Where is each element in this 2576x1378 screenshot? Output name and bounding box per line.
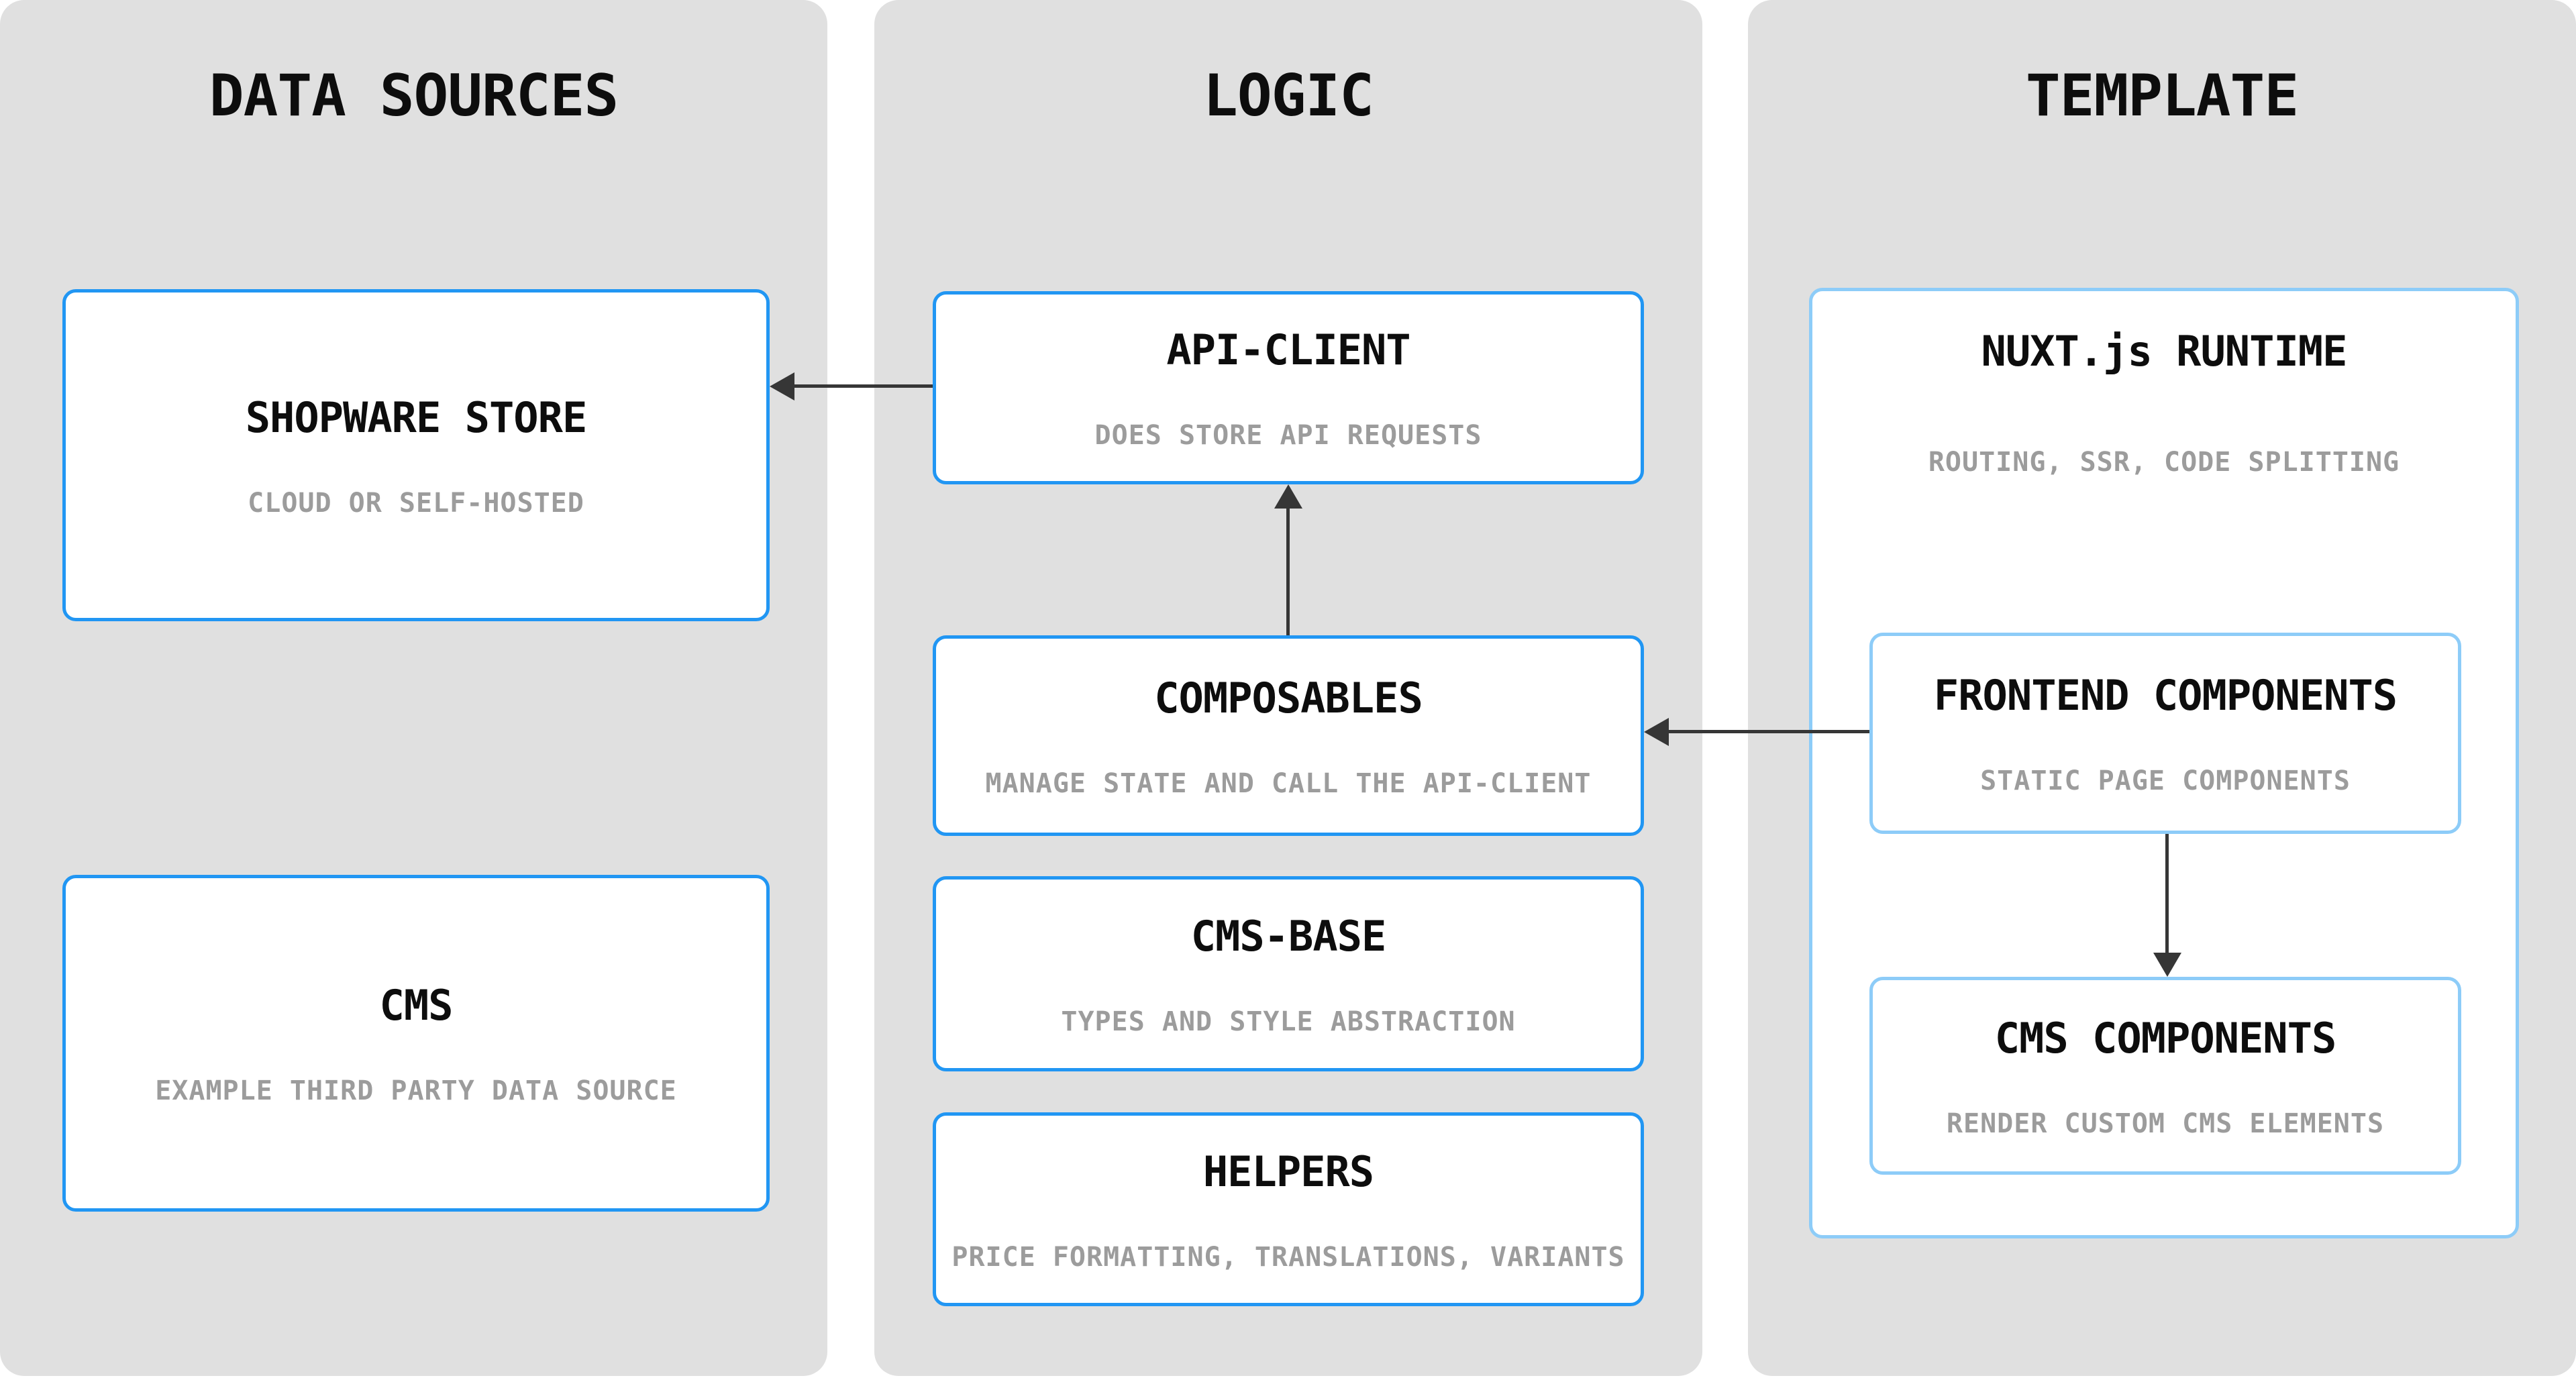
arrow-frontend-components-to-cms-components-head-icon	[2153, 953, 2181, 977]
panel-logic: LOGIC API-CLIENT DOES STORE API REQUESTS…	[874, 0, 1702, 1376]
panel-data-sources: DATA SOURCES SHOPWARE STORE CLOUD OR SEL…	[0, 0, 827, 1376]
box-subtitle-api-client: DOES STORE API REQUESTS	[1094, 420, 1482, 451]
arrow-composables-to-api-client-head-icon	[1274, 484, 1302, 509]
arrow-composables-to-api-client-line	[1286, 505, 1290, 635]
box-subtitle-cms: EXAMPLE THIRD PARTY DATA SOURCE	[155, 1075, 677, 1106]
box-title-composables: COMPOSABLES	[1154, 673, 1423, 723]
box-title-cms-components: CMS COMPONENTS	[1994, 1013, 2337, 1063]
box-helpers: HELPERS PRICE FORMATTING, TRANSLATIONS, …	[933, 1112, 1644, 1306]
box-nuxt-runtime: NUXT.js RUNTIME ROUTING, SSR, CODE SPLIT…	[1809, 288, 2519, 1238]
arrow-api-client-to-shopware-store-line	[794, 384, 933, 388]
column-title-template: TEMPLATE	[2025, 62, 2299, 129]
arrow-frontend-components-to-cms-components-line	[2165, 834, 2169, 955]
column-title-data-sources: DATA SOURCES	[209, 62, 619, 129]
box-subtitle-shopware-store: CLOUD OR SELF-HOSTED	[248, 487, 584, 519]
box-title-cms: CMS	[379, 981, 454, 1030]
arrow-frontend-components-to-composables-line	[1667, 730, 1869, 733]
box-cms-base: CMS-BASE TYPES AND STYLE ABSTRACTION	[933, 876, 1644, 1071]
box-subtitle-cms-base: TYPES AND STYLE ABSTRACTION	[1061, 1006, 1516, 1037]
box-title-cms-base: CMS-BASE	[1190, 911, 1387, 961]
panel-template: TEMPLATE NUXT.js RUNTIME ROUTING, SSR, C…	[1748, 0, 2576, 1376]
box-subtitle-composables: MANAGE STATE AND CALL THE API-CLIENT	[985, 767, 1592, 799]
box-frontend-components: FRONTEND COMPONENTS STATIC PAGE COMPONEN…	[1869, 633, 2461, 834]
box-title-nuxt-runtime: NUXT.js RUNTIME	[1981, 327, 2348, 376]
box-shopware-store: SHOPWARE STORE CLOUD OR SELF-HOSTED	[62, 289, 770, 621]
arrow-frontend-components-to-composables-head-icon	[1644, 718, 1669, 746]
box-title-frontend-components: FRONTEND COMPONENTS	[1933, 671, 2398, 720]
box-api-client: API-CLIENT DOES STORE API REQUESTS	[933, 291, 1644, 484]
box-composables: COMPOSABLES MANAGE STATE AND CALL THE AP…	[933, 635, 1644, 836]
box-title-api-client: API-CLIENT	[1166, 325, 1410, 374]
box-subtitle-helpers: PRICE FORMATTING, TRANSLATIONS, VARIANTS	[951, 1241, 1625, 1273]
arrow-api-client-to-shopware-store-head-icon	[770, 372, 794, 401]
column-title-logic: LOGIC	[1203, 62, 1374, 129]
box-title-shopware-store: SHOPWARE STORE	[245, 392, 588, 442]
box-subtitle-frontend-components: STATIC PAGE COMPONENTS	[1980, 765, 2351, 796]
box-title-helpers: HELPERS	[1202, 1147, 1374, 1196]
box-cms-components: CMS COMPONENTS RENDER CUSTOM CMS ELEMENT…	[1869, 977, 2461, 1175]
box-subtitle-nuxt-runtime: ROUTING, SSR, CODE SPLITTING	[1928, 447, 2400, 478]
box-cms: CMS EXAMPLE THIRD PARTY DATA SOURCE	[62, 875, 770, 1212]
box-subtitle-cms-components: RENDER CUSTOM CMS ELEMENTS	[1946, 1108, 2385, 1139]
